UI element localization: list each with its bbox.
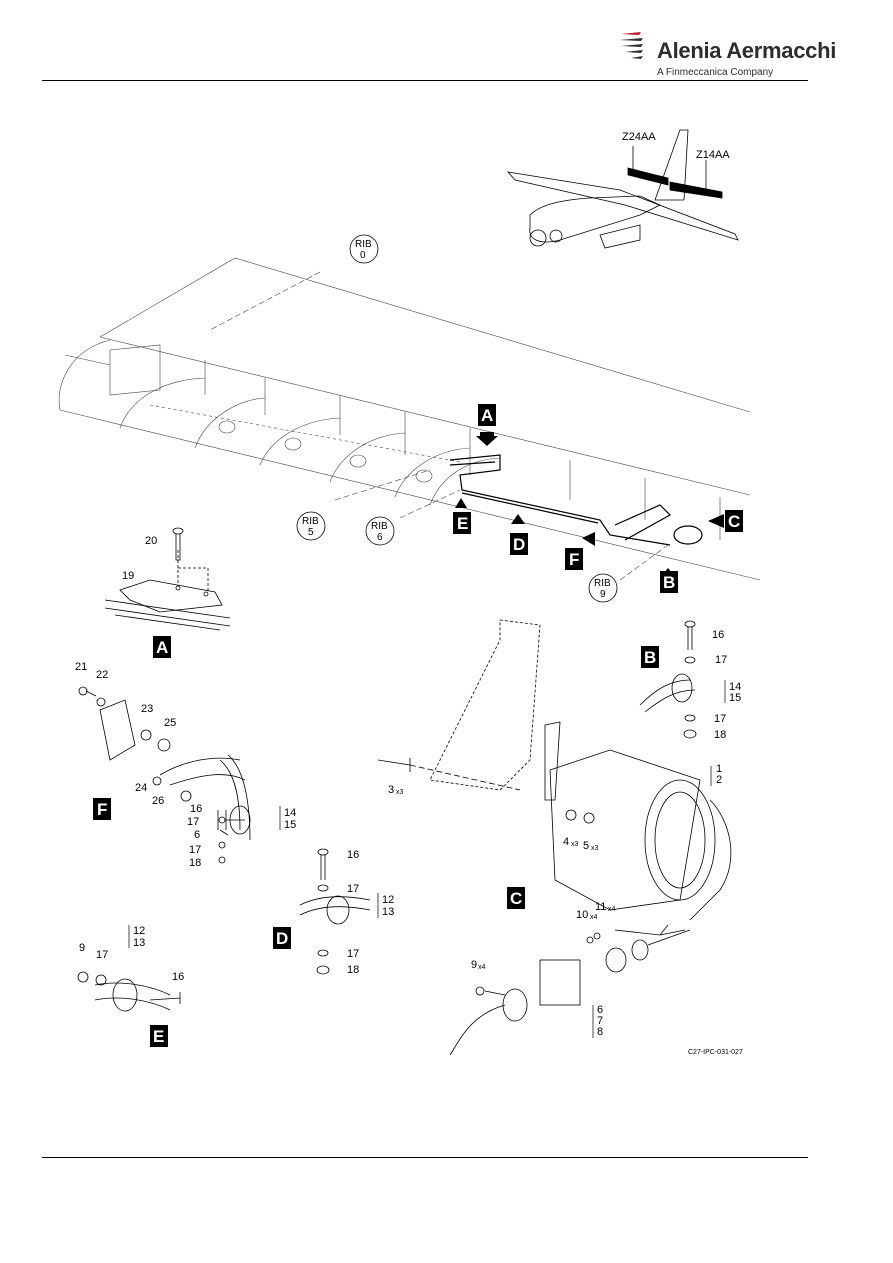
detail-c: [377, 619, 732, 1056]
rib-9-number: 9: [600, 589, 606, 600]
marker-e: E: [457, 514, 468, 533]
marker-a: A: [481, 406, 493, 425]
rib-0-bubble: [349, 234, 379, 264]
item-19: 19: [122, 570, 134, 582]
logo-mark-icon: [619, 32, 643, 59]
item-15-f: 15: [284, 819, 296, 831]
item-18-d: 18: [347, 964, 359, 976]
item-17-b-top: 17: [715, 654, 727, 666]
item-14-f: 14: [284, 807, 296, 819]
item-13-d: 13: [382, 906, 394, 918]
item-14-b: 14: [729, 681, 741, 693]
item-6-f: 6: [194, 829, 200, 841]
rib-9-bubble: [588, 573, 618, 603]
item-16-f: 16: [190, 803, 202, 815]
item-13-e: 13: [133, 937, 145, 949]
view-markers: A E D F B C: [453, 404, 743, 593]
item-10: 10: [576, 909, 588, 921]
item-17-f-top: 17: [187, 816, 199, 828]
item-26: 26: [152, 795, 164, 807]
item-8: 8: [597, 1026, 603, 1038]
header-rule: [42, 80, 808, 81]
view-label-d: D: [276, 929, 288, 948]
item-1: 1: [716, 763, 722, 775]
zone-z24aa: Z24AA: [622, 131, 656, 143]
item-3: 3: [388, 784, 394, 796]
item-25: 25: [164, 717, 176, 729]
brand-subtitle: A Finmeccanica Company: [657, 67, 774, 78]
aircraft-locator: [506, 129, 739, 249]
rib-6-bubble: [365, 516, 395, 546]
arrow-c-icon: [708, 514, 724, 528]
view-label-a: A: [156, 638, 168, 657]
item-2: 2: [716, 774, 722, 786]
marker-b: B: [663, 573, 675, 592]
view-label-c: C: [510, 889, 522, 908]
item-16-e: 16: [172, 971, 184, 983]
company-logo: Alenia Aermacchi A Finmeccanica Company: [617, 22, 836, 82]
item-5-qty: x3: [591, 845, 599, 852]
item-4: 4: [563, 836, 569, 848]
detail-b: [639, 620, 697, 739]
zone-z14aa: Z14AA: [696, 149, 730, 161]
view-label-b: B: [644, 648, 656, 667]
detail-f: [78, 686, 251, 864]
harness-run: [449, 454, 703, 546]
marker-f: F: [569, 550, 579, 569]
rib-5-bubble: [296, 511, 326, 541]
footer-rule: [42, 1157, 808, 1158]
arrow-e-icon: [455, 498, 467, 508]
detail-e: [77, 971, 181, 1012]
item-17-e: 17: [96, 949, 108, 961]
item-24: 24: [135, 782, 147, 794]
item-17-d-top: 17: [347, 883, 359, 895]
item-7: 7: [597, 1015, 603, 1027]
item-12-e: 12: [133, 925, 145, 937]
item-17-b-bottom: 17: [714, 713, 726, 725]
view-label-e: E: [153, 1027, 164, 1046]
detail-d: [299, 848, 371, 975]
rib-5-word: RIB: [302, 516, 319, 527]
item-10-qty: x4: [590, 914, 598, 921]
marker-c: C: [728, 512, 740, 531]
item-11: 11: [595, 901, 606, 913]
item-20: 20: [145, 535, 157, 547]
detail-a: [104, 527, 231, 631]
item-17-d-bottom: 17: [347, 948, 359, 960]
marker-d: D: [513, 535, 525, 554]
item-15-b: 15: [729, 692, 741, 704]
item-9-e: 9: [79, 942, 85, 954]
item-3-qty: x3: [396, 789, 404, 796]
brand-name: Alenia Aermacchi: [657, 38, 837, 63]
rib-9-word: RIB: [594, 578, 611, 589]
item-9-qty: x4: [478, 964, 486, 971]
item-18-b: 18: [714, 729, 726, 741]
arrow-f-icon: [582, 532, 595, 546]
item-11-qty: x4: [608, 906, 616, 913]
item-9-c: 9: [471, 959, 477, 971]
rib-0-word: RIB: [355, 239, 372, 250]
arrow-a-icon: [476, 432, 498, 446]
figure-reference: C27-IPC-031-027: [688, 1049, 743, 1056]
item-21: 21: [75, 661, 87, 673]
item-16-d: 16: [347, 849, 359, 861]
wing-structure: [58, 257, 761, 581]
item-17-f-bottom: 17: [189, 844, 201, 856]
item-5: 5: [583, 840, 589, 852]
item-6-c: 6: [597, 1004, 603, 1016]
view-label-f: F: [97, 800, 107, 819]
item-23: 23: [141, 703, 153, 715]
rib-0-number: 0: [360, 250, 366, 261]
item-18-f: 18: [189, 857, 201, 869]
item-16-b: 16: [712, 629, 724, 641]
item-22: 22: [96, 669, 108, 681]
rib-5-number: 5: [308, 527, 314, 538]
item-12-d: 12: [382, 894, 394, 906]
arrow-d-icon: [511, 514, 525, 524]
item-4-qty: x3: [571, 841, 579, 848]
rib-6-word: RIB: [371, 521, 388, 532]
rib-6-number: 6: [377, 532, 383, 543]
